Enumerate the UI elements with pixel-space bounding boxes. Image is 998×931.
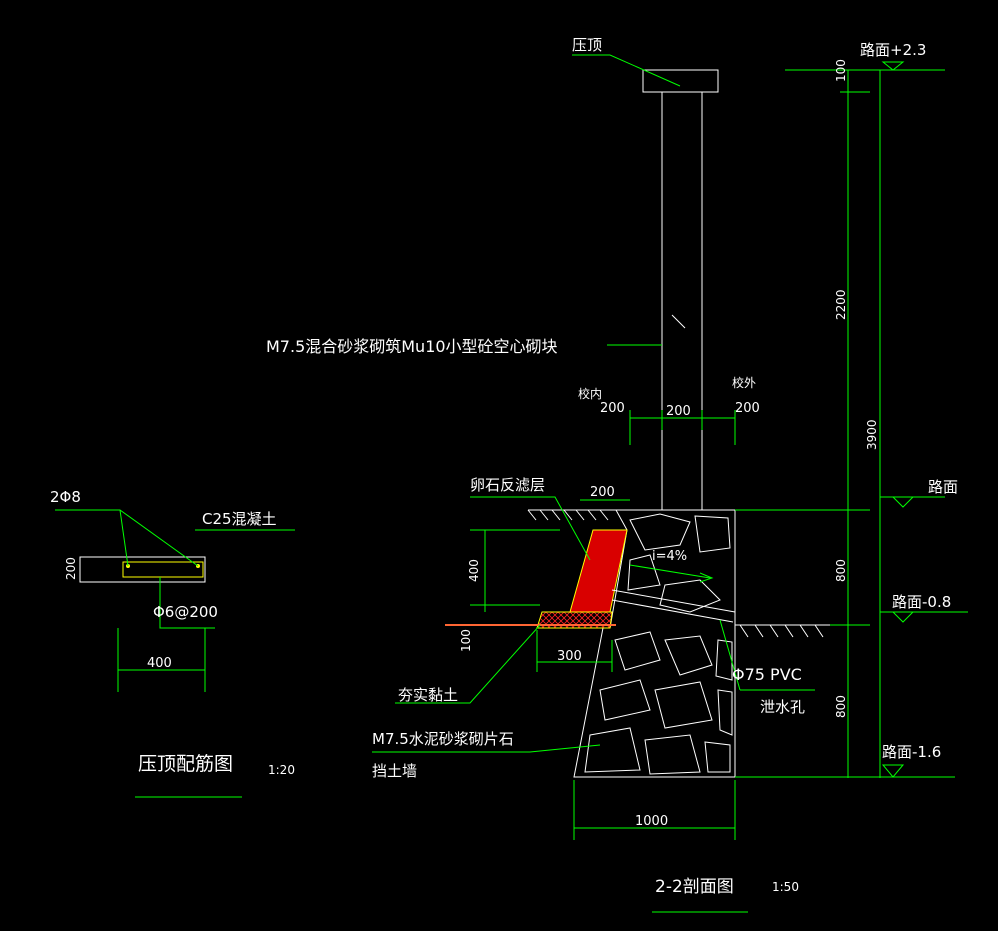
dim-800a: 800 [834,559,848,582]
retaining-wall [573,509,736,778]
road-m16-label: 路面-1.6 [882,743,941,761]
filter-layer [569,529,628,613]
road-m08-label: 路面-0.8 [892,593,951,611]
retaining-label: 挡土墙 [372,762,417,780]
stirrup-label: Φ6@200 [153,603,218,621]
width-dimensions [470,410,736,840]
slope-label: i=4% [652,549,687,564]
rebar-detail [55,509,748,913]
height-dimensions [735,61,968,778]
clay-label: 夯实黏土 [398,686,458,704]
dim-200c: 200 [735,401,760,416]
dim-cap-200: 200 [64,557,78,580]
dim-400: 400 [467,559,481,582]
dim-1000: 1000 [635,814,668,829]
section-title: 2-2剖面图 [655,877,734,897]
dim-100: 100 [834,59,848,82]
block-wall [661,91,703,511]
drain-label: 泄水孔 [760,698,805,716]
dim-800b: 800 [834,695,848,718]
dim-2200: 2200 [834,289,848,320]
dim-200d: 200 [590,485,615,500]
dim-cap-400: 400 [147,656,172,671]
cap-label: 压顶 [572,36,602,54]
filter-label: 卵石反滤层 [470,476,545,494]
rubble-label: M7.5水泥砂浆砌片石 [372,730,514,748]
inside-label: 校内 [578,386,602,401]
dim-100b: 100 [459,629,473,652]
bars-label: 2Φ8 [50,488,81,506]
dim-300: 300 [557,649,582,664]
dim-3900: 3900 [865,419,879,450]
rebar-scale: 1:20 [268,763,295,777]
road-top-label: 路面+2.3 [860,41,926,59]
pvc-label: Φ75 PVC [732,665,802,684]
cap-block [642,69,719,93]
rubble-stones [584,513,733,775]
road-label: 路面 [928,478,958,496]
dim-200a: 200 [600,401,625,416]
section-scale: 1:50 [772,880,799,894]
concrete-label: C25混凝土 [202,510,277,528]
rebar-title: 压顶配筋图 [138,753,233,775]
pvc-pipe [611,589,736,623]
outside-label: 校外 [732,375,756,390]
block-wall-label: M7.5混合砂浆砌筑Mu10小型砼空心砌块 [266,337,558,356]
dim-200b: 200 [666,404,691,419]
leader-lines [195,54,815,753]
